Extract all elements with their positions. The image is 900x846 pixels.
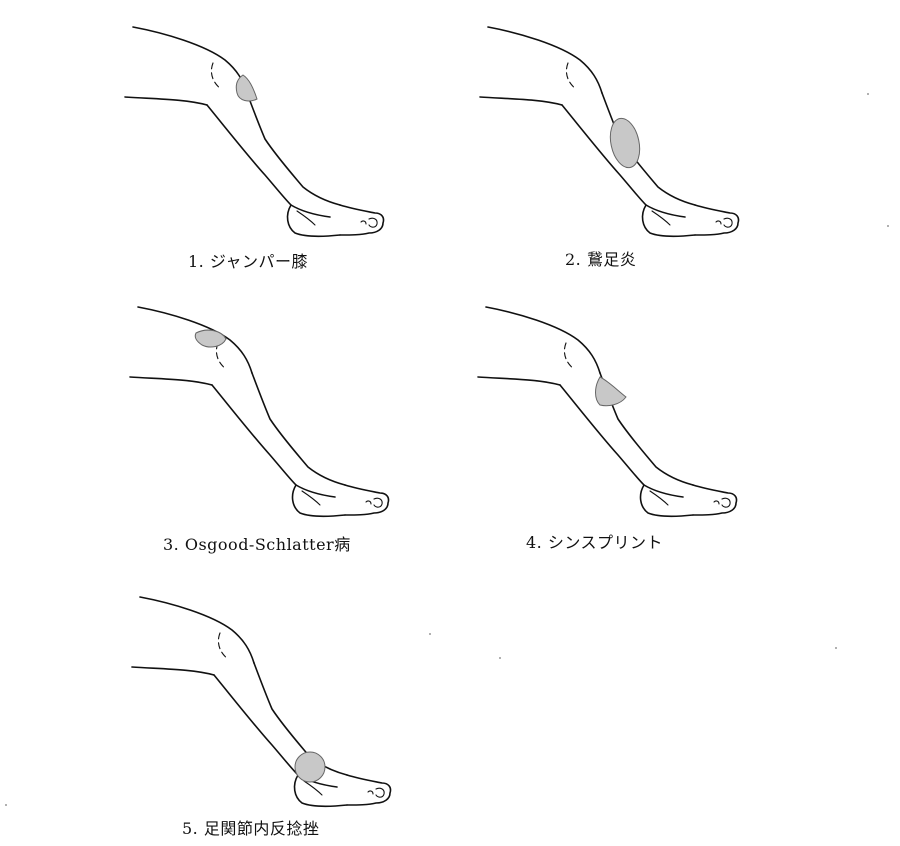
leg-illustration [124, 26, 385, 238]
caption-osgood: 3. Osgood-Schlatter病 [163, 535, 351, 554]
leg-illustration [479, 26, 740, 238]
caption-jumper-knee: 1. ジャンパー膝 [188, 252, 309, 271]
panel-osgood: 3. Osgood-Schlatter病 [129, 295, 430, 554]
highlight-region [609, 117, 641, 169]
panel-shin-splint: 4. シンスプリント [477, 295, 778, 552]
caption-shin-splint: 4. シンスプリント [526, 533, 664, 552]
leg-illustration [131, 596, 392, 808]
panel-pes-anserine: 2. 鵞足炎 [479, 15, 780, 269]
highlight-region [194, 329, 227, 348]
highlight-region [235, 74, 258, 102]
leg-illustration [129, 306, 390, 518]
panel-jumper-knee: 1. ジャンパー膝 [124, 15, 425, 271]
caption-ankle-sprain: 5. 足関節内反捻挫 [182, 819, 320, 838]
leg-illustration [477, 306, 738, 518]
caption-pes-anserine: 2. 鵞足炎 [565, 250, 637, 269]
panel-ankle-sprain: 5. 足関節内反捻挫 [131, 585, 432, 838]
highlight-region [595, 376, 627, 407]
highlight-region [294, 751, 326, 783]
